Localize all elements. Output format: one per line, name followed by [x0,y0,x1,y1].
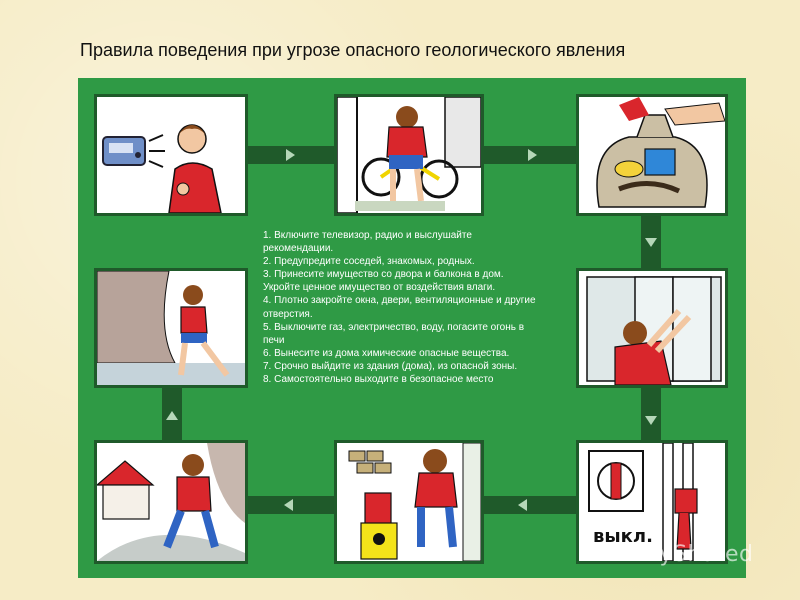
panel-belongings-bag [576,94,728,216]
window-closing-illustration [586,276,722,385]
panel-safe-place [94,268,248,388]
connector-5-6 [484,496,576,514]
instruction-board: выкл. [78,78,746,578]
rule-item: 8. Самостоятельно выходите в безопасное … [263,374,494,386]
panel-closing-window [576,268,728,388]
panel-radio-listening [94,94,248,216]
connector-4-5 [641,388,661,440]
running-person-illustration [97,443,245,561]
page-title: Правила поведения при угрозе опасного ге… [80,40,626,60]
panel-bicycle [334,94,484,216]
rule-item: 3. Принесите имущество со двора и балкон… [263,269,504,294]
bag-belongings-illustration [596,97,725,208]
panel-evacuation-running [94,440,248,564]
panel-switch-off: выкл. [576,440,728,564]
cliff-person-illustration [97,271,245,385]
radio-person-illustration [102,124,222,213]
arrow-down-icon [645,238,657,247]
arrow-right-icon [528,149,537,161]
panel-chemicals [334,440,484,564]
rule-item: 5. Выключите газ, электричество, воду, п… [263,321,525,346]
arrow-left-icon [518,499,527,511]
rule-item: 7. Срочно выйдите из здания (дома), из о… [263,360,518,372]
arrow-up-icon [166,411,178,420]
chemicals-illustration [348,443,481,561]
switch-off-label: выкл. [593,526,653,547]
rule-item: 6. Вынесите из дома химические опасные в… [263,347,510,359]
arrow-right-icon [286,149,295,161]
arrow-left-icon [284,499,293,511]
switch-panel-illustration [588,443,698,561]
rules-text-block: 1. Включите телевизор, радио и выслушайт… [263,229,538,386]
rule-item: 2. Предупредите соседей, знакомых, родны… [263,256,475,268]
arrow-down-icon [645,416,657,425]
bicycle-person-illustration [337,97,481,213]
watermark: MyShared [640,542,754,567]
rule-item: 4. Плотно закройте окна, двери, вентиляц… [263,295,536,320]
rule-item: 1. Включите телевизор, радио и выслушайт… [263,230,472,255]
